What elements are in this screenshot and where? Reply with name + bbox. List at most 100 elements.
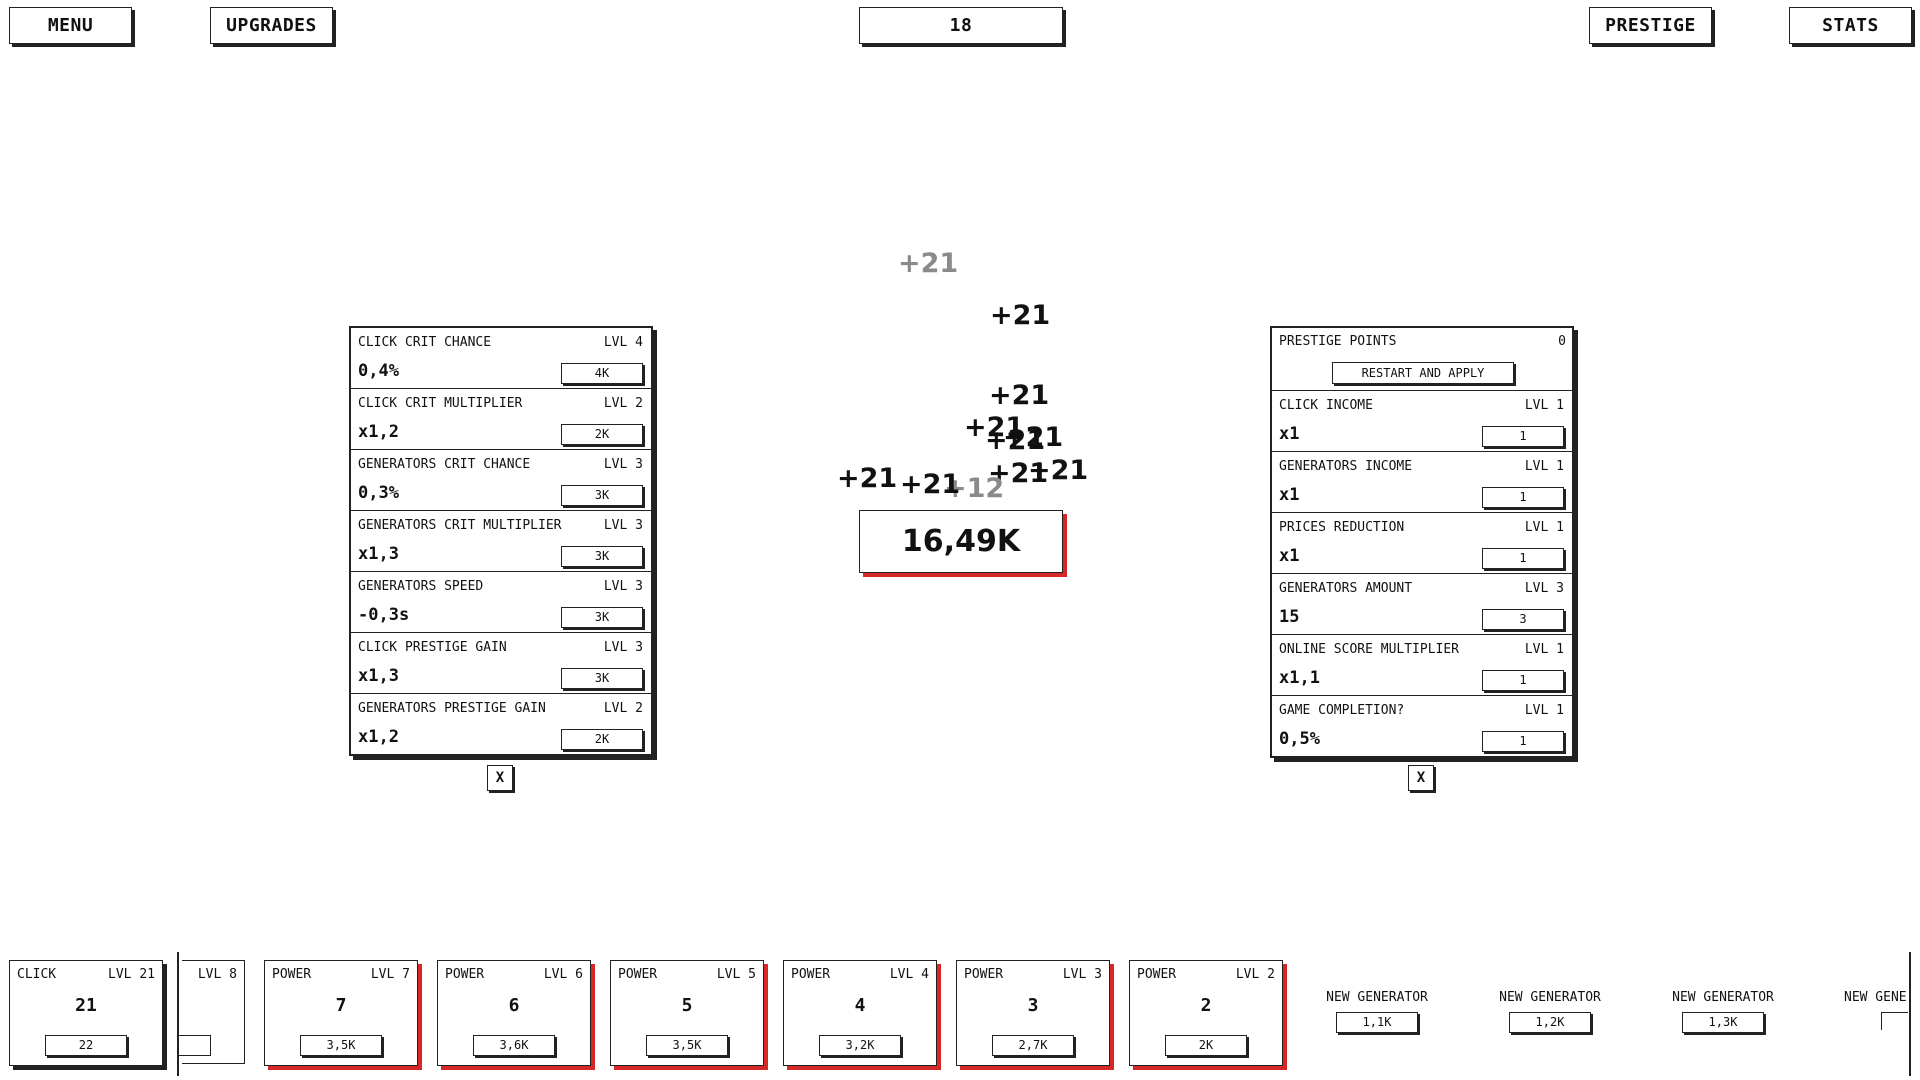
menu-button[interactable]: MENU: [9, 7, 132, 44]
power-generator-card: POWER LVL 3 3 2,7K: [956, 960, 1110, 1066]
upgrade-level: LVL 3: [603, 579, 643, 594]
generator-buy-button[interactable]: 3,2K: [819, 1035, 901, 1056]
prestige-buy-button[interactable]: 1: [1482, 731, 1564, 752]
prestige-upgrade-value: 15: [1279, 607, 1300, 627]
upgrade-buy-button[interactable]: 4K: [561, 363, 643, 384]
upgrade-level: LVL 2: [603, 701, 643, 716]
prestige-row-prices-reduction: PRICES REDUCTION LVL 1 x1 1: [1272, 513, 1572, 574]
upgrade-row-click-prestige-gain: CLICK PRESTIGE GAIN LVL 3 x1,3 3K: [351, 633, 651, 694]
prestige-upgrade-name: GENERATORS INCOME: [1279, 459, 1413, 474]
prestige-row-online-score-multiplier: ONLINE SCORE MULTIPLIER LVL 1 x1,1 1: [1272, 635, 1572, 696]
generator-name: CLICK: [17, 967, 57, 982]
prestige-panel: PRESTIGE POINTS 0 RESTART AND APPLY CLIC…: [1270, 326, 1574, 758]
upgrade-buy-button[interactable]: 3K: [561, 607, 643, 628]
new-generator-label: NEW GENERATOR: [1326, 990, 1428, 1005]
prestige-button[interactable]: PRESTIGE: [1589, 7, 1712, 44]
generator-buy-button[interactable]: [179, 1035, 211, 1056]
generator-level: LVL 8: [197, 967, 237, 982]
upgrades-close-button[interactable]: X: [487, 765, 513, 791]
prestige-upgrade-value: 0,5%: [1279, 729, 1320, 749]
click-popup: +21: [989, 380, 1050, 411]
prestige-upgrade-level: LVL 1: [1524, 703, 1564, 718]
prestige-row-generators-amount: GENERATORS AMOUNT LVL 3 15 3: [1272, 574, 1572, 635]
generator-buy-button[interactable]: 3,5K: [646, 1035, 728, 1056]
upgrade-level: LVL 3: [603, 518, 643, 533]
prestige-upgrade-name: PRICES REDUCTION: [1279, 520, 1405, 535]
generator-buy-button[interactable]: 22: [45, 1035, 127, 1056]
score-click-button[interactable]: 16,49K: [859, 510, 1063, 573]
upgrade-value: x1,3: [358, 666, 399, 686]
upgrade-row-generators-crit-chance: GENERATORS CRIT CHANCE LVL 3 0,3% 3K: [351, 450, 651, 511]
upgrade-buy-button[interactable]: 2K: [561, 424, 643, 445]
upgrade-name: GENERATORS CRIT CHANCE: [358, 457, 531, 472]
prestige-upgrade-level: LVL 1: [1524, 459, 1564, 474]
upgrade-value: 0,4%: [358, 361, 399, 381]
power-generator-card: POWER LVL 6 6 3,6K: [437, 960, 591, 1066]
generator-amount: 3: [1027, 995, 1039, 1016]
generator-amount: 4: [854, 995, 866, 1016]
new-generator-buy-button[interactable]: 1,3K: [1682, 1012, 1764, 1033]
new-generator-buy-button[interactable]: 1,4K: [1881, 1012, 1908, 1030]
upgrades-button[interactable]: UPGRADES: [210, 7, 333, 44]
upgrade-value: x1,2: [358, 422, 399, 442]
prestige-buy-button[interactable]: 3: [1482, 609, 1564, 630]
upgrade-value: -0,3s: [358, 605, 410, 625]
generator-name: POWER: [1137, 967, 1177, 982]
prestige-buy-button[interactable]: 1: [1482, 487, 1564, 508]
prestige-points-row: PRESTIGE POINTS 0 RESTART AND APPLY: [1272, 328, 1572, 391]
upgrade-level: LVL 4: [603, 335, 643, 350]
prestige-row-click-income: CLICK INCOME LVL 1 x1 1: [1272, 391, 1572, 452]
upgrade-buy-button[interactable]: 3K: [561, 668, 643, 689]
upgrade-name: GENERATORS PRESTIGE GAIN: [358, 701, 546, 716]
generator-buy-button[interactable]: 3,5K: [300, 1035, 382, 1056]
click-popup: +21: [1003, 422, 1064, 453]
upgrade-level: LVL 3: [603, 457, 643, 472]
restart-and-apply-button[interactable]: RESTART AND APPLY: [1332, 362, 1514, 384]
click-popup: +21: [837, 463, 898, 494]
stats-button[interactable]: STATS: [1789, 7, 1912, 44]
click-popup: +21: [898, 248, 959, 279]
generator-buy-button[interactable]: 2K: [1165, 1035, 1247, 1056]
new-generator-label: NEW GENERATOR: [1499, 990, 1601, 1005]
prestige-upgrade-name: ONLINE SCORE MULTIPLIER: [1279, 642, 1460, 657]
generator-amount: 6: [508, 995, 520, 1016]
prestige-buy-button[interactable]: 1: [1482, 426, 1564, 447]
generator-name: POWER: [791, 967, 831, 982]
click-popup: +12: [944, 473, 1005, 504]
upgrade-level: LVL 3: [603, 640, 643, 655]
upgrade-buy-button[interactable]: 3K: [561, 485, 643, 506]
prestige-upgrade-level: LVL 3: [1524, 581, 1564, 596]
click-popup: +21: [988, 458, 1049, 489]
generator-level: LVL 5: [716, 967, 756, 982]
generator-level: LVL 6: [543, 967, 583, 982]
prestige-buy-button[interactable]: 1: [1482, 670, 1564, 691]
new-generator-slot: NEW GENERATOR 1,1K: [1307, 990, 1447, 1033]
upgrade-buy-button[interactable]: 3K: [561, 546, 643, 567]
new-generator-buy-button[interactable]: 1,2K: [1509, 1012, 1591, 1033]
upgrade-name: GENERATORS CRIT MULTIPLIER: [358, 518, 562, 533]
prestige-upgrade-level: LVL 1: [1524, 398, 1564, 413]
upgrade-buy-button[interactable]: 2K: [561, 729, 643, 750]
scroll-area-left-edge: [177, 952, 179, 1076]
generator-buy-button[interactable]: 2,7K: [992, 1035, 1074, 1056]
new-generator-slot-partial: NEW GENE 1,4K: [1826, 990, 1908, 1030]
generator-level: LVL 21: [108, 967, 155, 982]
generator-buy-button[interactable]: 3,6K: [473, 1035, 555, 1056]
click-popup: +21: [990, 300, 1051, 331]
prestige-close-button[interactable]: X: [1408, 765, 1434, 791]
prestige-upgrade-value: x1: [1279, 424, 1300, 444]
new-generator-slot: NEW GENERATOR 1,2K: [1480, 990, 1620, 1033]
upgrade-row-click-crit-multiplier: CLICK CRIT MULTIPLIER LVL 2 x1,2 2K: [351, 389, 651, 450]
upgrade-row-generators-speed: GENERATORS SPEED LVL 3 -0,3s 3K: [351, 572, 651, 633]
click-popup: +21: [900, 469, 961, 500]
prestige-buy-button[interactable]: 1: [1482, 548, 1564, 569]
upgrade-name: CLICK PRESTIGE GAIN: [358, 640, 507, 655]
generator-card-partial: LVL 8: [179, 960, 245, 1064]
new-generator-buy-button[interactable]: 1,1K: [1336, 1012, 1418, 1033]
prestige-upgrade-level: LVL 1: [1524, 520, 1564, 535]
prestige-row-game-completion: GAME COMPLETION? LVL 1 0,5% 1: [1272, 696, 1572, 756]
generator-amount: 5: [681, 995, 693, 1016]
click-popup: +21: [964, 412, 1025, 443]
prestige-points-label: PRESTIGE POINTS: [1279, 334, 1397, 349]
generator-level: LVL 2: [1235, 967, 1275, 982]
